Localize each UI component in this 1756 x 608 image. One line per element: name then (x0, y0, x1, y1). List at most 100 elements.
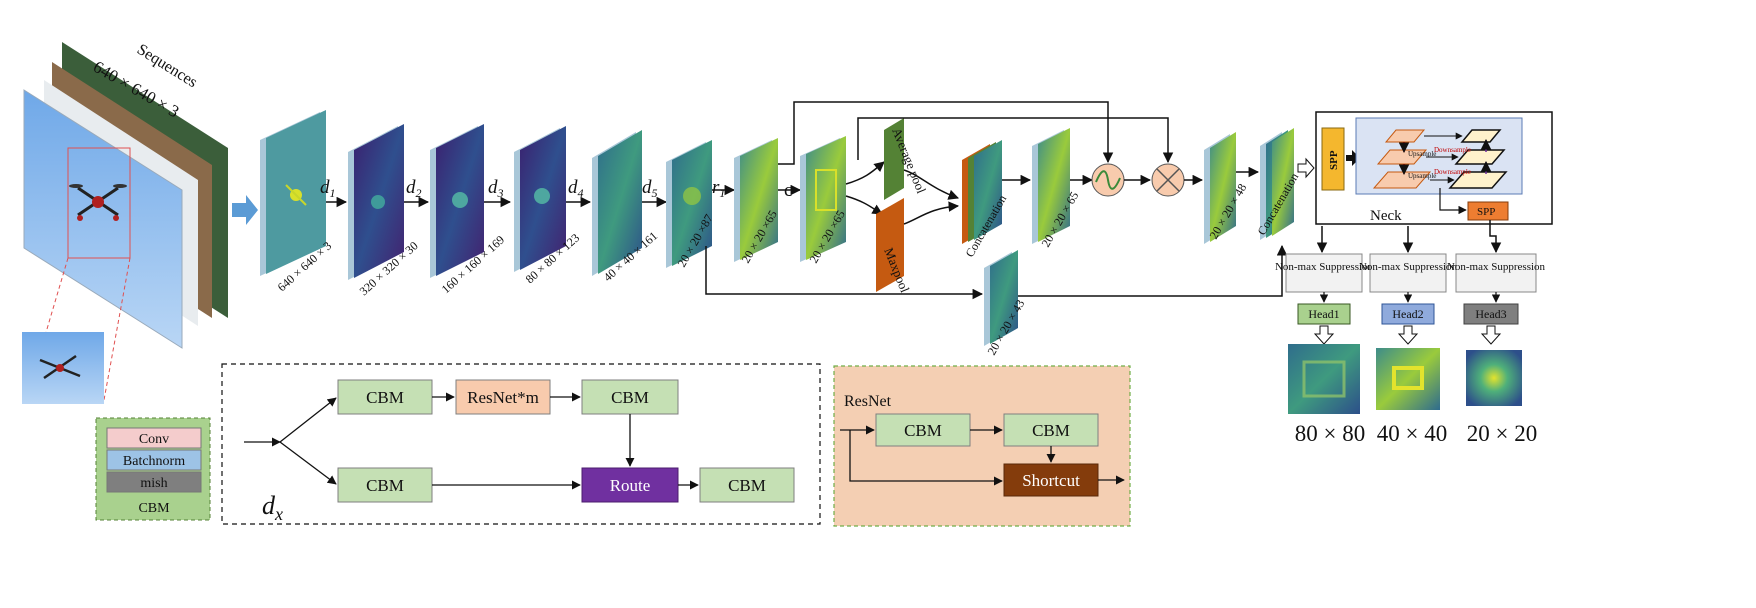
head3-label: Head3 (1475, 307, 1506, 321)
head2-arrow (1397, 325, 1419, 345)
arrow-to-avgpool (845, 161, 885, 185)
fpn-layer-1 (1384, 129, 1426, 143)
input-arrow (232, 195, 258, 225)
dx-cbm-2 (581, 379, 679, 415)
resnet-block: ResNet CBM CBM Shortcut (833, 365, 1131, 527)
skip-d5-to-lower-fm (705, 246, 984, 300)
input-sequence-stack: Sequences 640 × 640 × 3 (22, 41, 228, 404)
arrow-avgpool-to-concat (903, 169, 959, 200)
resnet-cbm-2-label: CBM (1032, 421, 1070, 440)
op-d1: d1 (320, 177, 336, 200)
pan-layer-2 (1454, 149, 1506, 165)
head1-output-pattern (1302, 360, 1346, 398)
nms-label-2: Non-max Suppression (1359, 261, 1458, 273)
head3-box (1463, 303, 1519, 325)
nms-label-1: Non-max Suppression (1275, 261, 1374, 273)
nms-box-3 (1455, 253, 1537, 293)
backbone: 640 × 640 × 3 d1 320 × 320 × 30 d2 160 ×… (260, 101, 1315, 358)
spp-left-box (1321, 127, 1345, 191)
skip-lower-to-concat (1018, 244, 1288, 297)
dx-cbm-1 (337, 379, 433, 415)
downsample-label-2: Downsample (1434, 168, 1471, 176)
dx-block: CBM ResNet*m CBM CBM Route CBM dx (221, 363, 821, 525)
legend-batchnorm (106, 449, 202, 471)
nms-box-1 (1285, 253, 1363, 293)
legend-conv (106, 427, 202, 449)
neck-label: Neck (1370, 208, 1402, 224)
scale-label-3: 20 × 20 (1467, 421, 1537, 446)
zoom-guide-right (103, 257, 131, 401)
activation-node (1091, 163, 1125, 197)
dx-cbm-2-label: CBM (611, 388, 649, 407)
nms-label-3: Non-max Suppression (1447, 261, 1546, 273)
feature-map-5 (666, 140, 712, 268)
concatenation-block-2 (1260, 128, 1294, 240)
op-c: c (784, 180, 792, 201)
dx-split-down-arrow (279, 441, 337, 485)
zoom-guide-left (25, 257, 69, 401)
op-d3: d3 (488, 177, 504, 200)
fpn-layer-3 (1372, 171, 1432, 189)
resnet-cbm-1 (875, 413, 971, 447)
op-d4: d4 (568, 177, 584, 200)
zoomed-drone-icon (39, 354, 81, 380)
upsample-label-1: Upsample (1408, 150, 1436, 158)
input-frame-front (23, 89, 183, 349)
dx-route (581, 467, 679, 503)
spp-right-box (1467, 201, 1509, 221)
concatenation-block-1 (962, 140, 1002, 244)
arrow-to-neck (1297, 157, 1315, 179)
feature-map-6 (734, 138, 778, 262)
fpn-layer-2 (1376, 149, 1428, 165)
nms-box-2 (1369, 253, 1447, 293)
op-d5: d5 (642, 177, 658, 200)
feature-map-0 (260, 110, 326, 276)
head1-arrow (1313, 325, 1335, 345)
head2-box (1381, 303, 1435, 325)
dx-cbm-1-label: CBM (366, 388, 404, 407)
feature-map-out (1204, 132, 1236, 244)
upsample-label-2: Upsample (1408, 172, 1436, 180)
cbm-legend: Conv Batchnorm mish CBM (95, 417, 211, 521)
feature-map-1 (348, 124, 404, 280)
head3-output-map (1466, 350, 1522, 406)
head2-output-pattern (1392, 366, 1424, 390)
feature-map-4 (592, 130, 642, 276)
feature-map-3 (514, 126, 566, 272)
drone-bounding-box (67, 147, 131, 259)
dx-cbm-3-label: CBM (366, 476, 404, 495)
maxpool-block (876, 198, 904, 292)
scale-label-1: 80 × 80 (1295, 421, 1365, 446)
resnet-title: ResNet (844, 393, 892, 410)
dx-label: dx (262, 491, 283, 524)
dx-split-up-arrow (279, 397, 337, 443)
scale-label-2: 40 × 40 (1377, 421, 1447, 446)
dx-cbm-4 (699, 467, 795, 503)
dx-resnet-m-label: ResNet*m (467, 388, 539, 407)
head3-arrow (1480, 325, 1502, 345)
legend-mish (106, 471, 202, 493)
arrow-to-maxpool (845, 195, 883, 215)
drone-icon (69, 184, 127, 221)
spp-left-label: SPP (1328, 150, 1340, 170)
feature-map-7 (800, 136, 846, 262)
spp-to-fpn-arrow (1346, 150, 1360, 166)
op-r1: r1 (712, 177, 725, 200)
feature-map-lower (984, 250, 1018, 346)
head1-box (1297, 303, 1351, 325)
to-spp-right-arrow (1439, 188, 1467, 215)
feature-map-after-concat (1032, 128, 1070, 244)
multiply-node (1151, 163, 1185, 197)
heads: Non-max Suppression Head1 80 × 80 Non-ma… (1275, 220, 1546, 446)
arrow-maxpool-to-concat (903, 201, 960, 225)
dx-cbm-4-label: CBM (728, 476, 766, 495)
resnet-skip-arrow (849, 430, 1003, 486)
average-pool-block (884, 118, 904, 200)
head1-label: Head1 (1308, 307, 1339, 321)
legend-batchnorm-label: Batchnorm (123, 454, 185, 469)
dx-resnet-m (455, 379, 551, 415)
legend-conv-label: Conv (139, 432, 169, 447)
resnet-shortcut-label: Shortcut (1022, 471, 1080, 490)
head1-output-map (1288, 344, 1360, 414)
